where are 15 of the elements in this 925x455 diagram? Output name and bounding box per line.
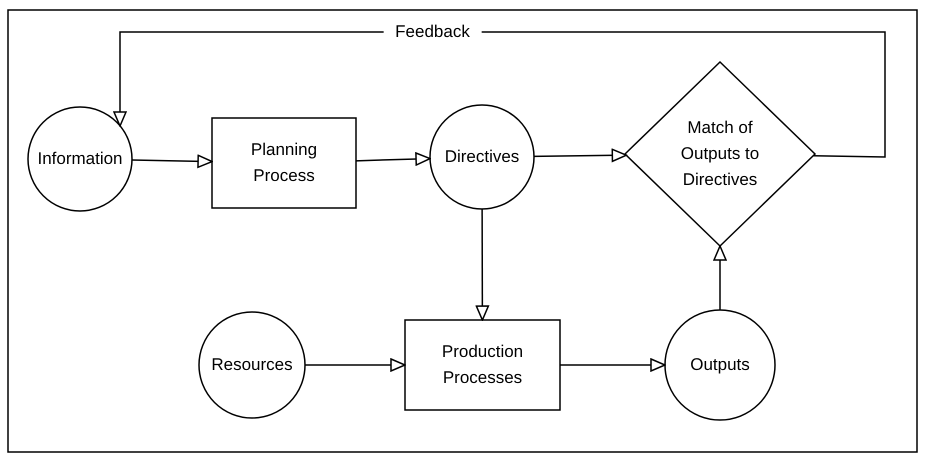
node-label: Information xyxy=(37,148,123,170)
arrow xyxy=(356,152,431,166)
arrow xyxy=(305,358,406,372)
arrow xyxy=(560,358,666,372)
node-label: Production Processes xyxy=(440,341,524,389)
arrow xyxy=(132,154,213,168)
arrow xyxy=(534,148,628,162)
node-label: Outputs xyxy=(690,354,750,376)
arrow xyxy=(713,245,727,310)
arrow xyxy=(476,208,490,321)
node-label: Match of Outputs to Directives xyxy=(680,117,760,191)
arrow xyxy=(113,31,886,158)
node-label: Planning Process xyxy=(250,139,318,187)
node-label: Directives xyxy=(444,146,520,168)
node-label: Resources xyxy=(211,354,293,376)
